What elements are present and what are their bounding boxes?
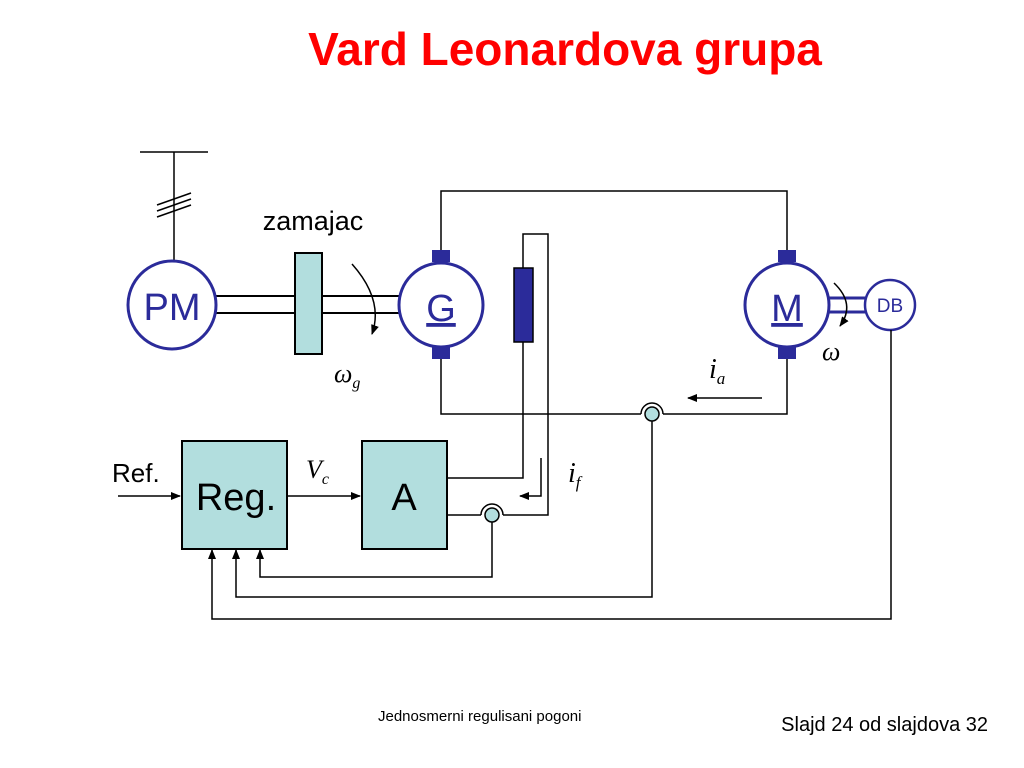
motor-brush-top: [778, 250, 796, 262]
omega-g-label: ωg: [334, 359, 360, 392]
field-current-feedback: [256, 522, 493, 578]
generator-field-winding: [513, 267, 534, 343]
motor-brush-bottom: [778, 347, 796, 359]
tachogenerator: [863, 278, 917, 332]
armature-current-feedback: [232, 421, 653, 598]
field-current-sensor: [484, 507, 500, 523]
shaft-m-db: [829, 296, 866, 314]
speed-feedback: [208, 330, 892, 620]
if-label: if: [568, 458, 583, 492]
footer-course-title: Jednosmerni regulisani pogoni: [378, 708, 582, 725]
if-arrow: [519, 458, 542, 500]
motor-label: M: [771, 288, 803, 330]
rotation-arrow-omega-g: [351, 263, 379, 335]
vc-label: Vc: [306, 455, 329, 488]
amplifier-block: [361, 440, 448, 550]
regulator-block: [181, 440, 288, 550]
generator-label: G: [426, 288, 456, 330]
armature-current-sensor: [644, 406, 660, 422]
slide-title: Vard Leonardova grupa: [308, 23, 822, 75]
generator: [397, 261, 485, 349]
prime-mover-label: PM: [144, 287, 201, 329]
motor: [743, 261, 831, 349]
amplifier-label: A: [391, 477, 417, 519]
ia-label: ia: [709, 354, 725, 388]
field-circuit: [447, 233, 549, 516]
regulator-label: Reg.: [196, 477, 276, 519]
flywheel-label: zamajac: [263, 206, 364, 236]
reference-label: Ref.: [112, 458, 160, 488]
supply-line: [140, 151, 208, 262]
prime-mover: [126, 259, 218, 351]
footer-slide-number: Slajd 24 od slajdova 32: [781, 714, 988, 736]
generator-brush-bottom: [432, 347, 450, 359]
rotation-arrow-omega: [833, 282, 849, 327]
omega-label: ω: [822, 337, 840, 366]
tachogenerator-label: DB: [877, 296, 903, 317]
feedback-lines: [208, 330, 892, 620]
generator-brush-top: [432, 250, 450, 262]
flywheel: [294, 252, 323, 355]
armature-circuit: [440, 190, 788, 415]
